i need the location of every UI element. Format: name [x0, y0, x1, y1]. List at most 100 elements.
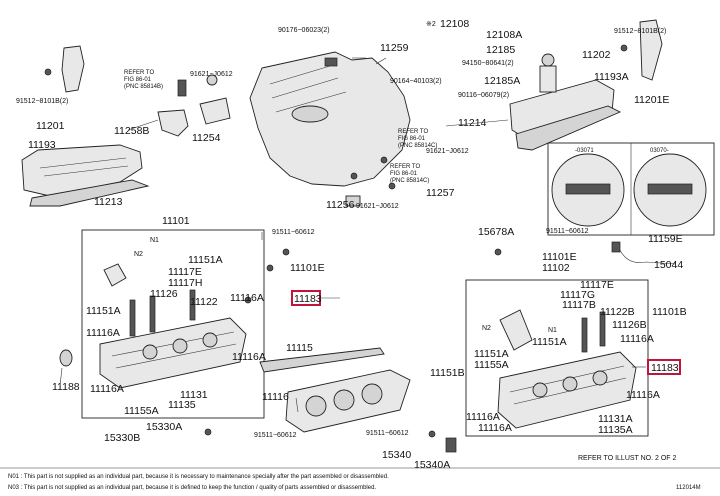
cylinder-head-right	[497, 309, 637, 429]
ref-lower-3: (PNC 85814C)	[390, 178, 429, 184]
note-n01: N01 : This part is not supplied as an in…	[8, 474, 389, 480]
label-11193a: 11193A	[594, 71, 629, 83]
ref-mid-1: REFER TO	[398, 129, 428, 135]
label-15678a: 15678A	[478, 226, 514, 238]
label-11151a-d: 11151A	[474, 348, 509, 360]
bracket-11258b	[157, 74, 231, 137]
bracket-left	[44, 45, 85, 93]
leader-lines	[59, 119, 646, 413]
label-11116a-e: 11116A	[620, 333, 654, 345]
label-15340: 15340	[382, 449, 411, 461]
label-11257: 11257	[426, 187, 455, 199]
fasteners	[204, 156, 502, 453]
label-12185a: 12185A	[484, 75, 520, 87]
label-11135: 11135	[168, 399, 196, 411]
label-11116a-c: 11116A	[232, 351, 266, 363]
label-11256: 11256	[326, 199, 355, 211]
label-11201e: 11201E	[634, 94, 669, 106]
label-11202: 11202	[582, 49, 611, 61]
label-11213: 11213	[94, 196, 123, 208]
label-11135a: 11135A	[598, 424, 633, 436]
engine-cover-11259	[249, 51, 411, 187]
label-11254: 11254	[192, 132, 221, 144]
label-91621-b: 91621−J0612	[356, 203, 399, 210]
label-15330b: 15330B	[104, 432, 140, 444]
oil-cap-code-b: 03070-	[650, 148, 669, 154]
label-15330a: 15330A	[146, 421, 182, 433]
label-11131: 11131	[180, 389, 208, 401]
label-11122: 11122	[190, 296, 218, 308]
label-11116: 11116	[262, 391, 289, 403]
head-gasket	[259, 347, 411, 433]
label-11151a-c: 11151A	[532, 336, 567, 348]
label-91621-top: 91621−J0612	[190, 71, 233, 78]
label-15340a: 15340A	[414, 459, 450, 471]
label-11214: 11214	[458, 117, 487, 129]
label-11115: 11115	[286, 342, 313, 354]
label-11101e-a: 11101E	[290, 262, 325, 274]
label-91511-b: 91511−60612	[546, 228, 589, 235]
cylinder-head-cover-right	[509, 19, 663, 151]
label-11117e-b: 11117E	[580, 279, 614, 291]
label-11117b: 11117B	[562, 299, 596, 311]
label-n1-b: N1	[548, 327, 557, 334]
label-11117e-a: 11117E	[168, 266, 202, 278]
label-11116a-d: 11116A	[90, 383, 124, 395]
label-11259: 11259	[380, 42, 409, 54]
label-91512-tr: 91512−8101B(2)	[614, 28, 666, 35]
cylinder-head-left	[59, 263, 247, 389]
label-11131a: 11131A	[598, 413, 633, 425]
label-11101b: 11101B	[652, 306, 687, 318]
label-11126: 11126	[150, 288, 178, 300]
label-91512-tl: 91512−8101B(2)	[16, 98, 68, 105]
label-n2-b: N2	[482, 325, 491, 332]
label-91511-c: 91511−60612	[254, 432, 297, 439]
label-11116a-a: 11116A	[230, 292, 264, 304]
ref-lower-1: REFER TO	[390, 164, 420, 170]
label-11155a-b: 11155A	[474, 359, 509, 371]
label-11151a: 11151A	[188, 254, 223, 266]
label-94150: 94150−80641(2)	[462, 60, 514, 67]
label-11101: 11101	[162, 215, 190, 227]
note-n03: N03 : This part is not supplied as an in…	[8, 485, 376, 491]
label-90116: 90116−06079(2)	[458, 92, 509, 99]
label-11101e-b: 11101E	[542, 251, 577, 263]
oil-cap-code-a: -03071	[575, 148, 594, 154]
label-12108-mark: ※2	[426, 21, 436, 28]
label-11151a-b: 11151A	[86, 305, 121, 317]
label-11117h: 11117H	[168, 277, 202, 289]
left-head-box	[81, 229, 265, 419]
label-11201: 11201	[36, 120, 65, 132]
ref-mid-3: (PNC 85814C)	[398, 143, 437, 149]
label-11188: 11188	[52, 381, 80, 393]
illustration-id: 112014M	[676, 485, 701, 491]
label-12185: 12185	[486, 44, 515, 56]
ref-lower-2: FIG 86-01	[390, 171, 418, 177]
label-11126b: 11126B	[612, 319, 647, 331]
ref-mid-2: FIG 86-01	[398, 136, 426, 142]
sensor-15044	[611, 241, 677, 265]
ref-left-3: (PNC 85814B)	[124, 84, 163, 90]
label-15044: 15044	[654, 259, 683, 271]
label-90164: 90164−40103(2)	[390, 78, 442, 85]
label-12108: 12108	[440, 18, 469, 30]
label-11117g: 11117G	[560, 289, 595, 301]
label-91621-a: 91621−J0612	[426, 148, 469, 155]
label-11258b: 11258B	[114, 125, 149, 137]
label-11116a-b: 11116A	[86, 327, 120, 339]
label-11151b: 11151B	[430, 367, 465, 379]
label-11155a-a: 11155A	[124, 405, 159, 417]
refer-illust: REFER TO ILLUST NO. 2 OF 2	[578, 455, 677, 462]
ref-left-2: FIG 86-01	[124, 77, 152, 83]
label-91511-a: 91511−60612	[272, 229, 315, 236]
label-90176: 90176−06023(2)	[278, 27, 330, 34]
cylinder-head-cover-left	[21, 144, 150, 207]
label-n2-a: N2	[134, 251, 143, 258]
label-12108a: 12108A	[486, 29, 522, 41]
oil-cap-inset: -03071 03070-	[547, 142, 715, 236]
label-91511-d: 91511−60612	[366, 430, 409, 437]
label-11116a-h: 11116A	[478, 422, 512, 434]
label-n1-a: N1	[150, 237, 159, 244]
ref-left-1: REFER TO	[124, 70, 154, 76]
